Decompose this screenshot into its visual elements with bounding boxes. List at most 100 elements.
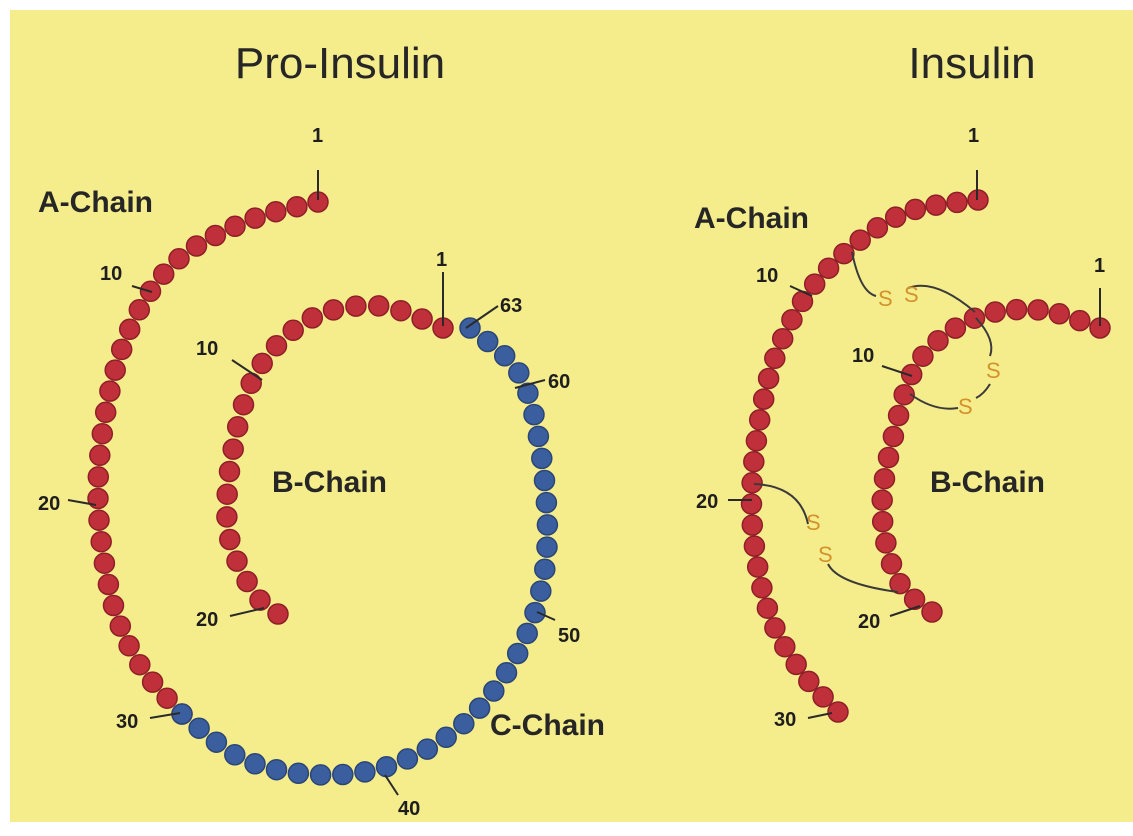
insulin-b-chain-residue — [875, 469, 895, 489]
insulin-a-chain-label: A-Chain — [694, 202, 809, 235]
insulin-b-chain-label: B-Chain — [930, 466, 1045, 499]
proinsulin-a-chain-residue — [110, 616, 130, 636]
insulin-b-chain-residue — [1007, 300, 1027, 320]
proinsulin-a-chain-residue — [169, 249, 189, 269]
insulin-a-chain-residue — [850, 230, 870, 250]
proinsulin-a-chain-label: A-Chain — [38, 186, 153, 219]
proinsulin-a-chain-residue — [88, 467, 108, 487]
proinsulin-b-chain-residue — [391, 301, 411, 321]
proinsulin-c-chain-residue — [225, 745, 245, 765]
proinsulin-b-chain-residue — [302, 308, 322, 328]
insulin-b-chain-residue — [905, 589, 925, 609]
proinsulin-c-number-40: 40 — [398, 798, 420, 820]
proinsulin-c-chain-residue — [509, 363, 529, 383]
proinsulin-c-chain-residue — [417, 739, 437, 759]
proinsulin-b-chain-residue — [412, 309, 432, 329]
insulin-a-chain-residue — [867, 218, 887, 238]
proinsulin-c-number-63: 63 — [500, 295, 522, 317]
insulin-a-chain-residue — [886, 207, 906, 227]
proinsulin-b-chain-residue — [267, 336, 287, 356]
proinsulin-b-chain-residue — [237, 572, 257, 592]
insulin-a-chain-residue — [759, 369, 779, 389]
proinsulin-c-chain-residue — [478, 332, 498, 352]
proinsulin-c-chain-residue — [535, 471, 555, 491]
insulin-b-number-20: 20 — [858, 611, 880, 633]
proinsulin-a-chain-residue — [91, 532, 111, 552]
insulin-a-chain-residue — [819, 258, 839, 278]
proinsulin-b-number-20: 20 — [196, 609, 218, 631]
insulin-b-chain-residue — [889, 406, 909, 426]
proinsulin-c-chain-residue — [508, 644, 528, 664]
insulin-b-chain-residue — [945, 318, 965, 338]
insulin-b-chain-residue — [872, 490, 892, 510]
proinsulin-b-chain-residue — [252, 353, 272, 373]
disulfide-bond-a6-a11: S S — [852, 252, 975, 312]
proinsulin-a-chain-residue — [119, 636, 139, 656]
insulin-a-chain-residue — [754, 389, 774, 409]
proinsulin-b-chain-residue — [324, 300, 344, 320]
proinsulin-a-chain-residue — [187, 236, 207, 256]
insulin-a-chain-residue — [765, 348, 785, 368]
proinsulin-c-chain-residue — [311, 765, 331, 785]
insulin-a-number-30: 30 — [774, 709, 796, 731]
insulin-a-chain-residue — [742, 473, 762, 493]
proinsulin-c-chain-residue — [536, 493, 556, 513]
proinsulin-a-chain-residue — [100, 381, 120, 401]
proinsulin-a-number-1: 1 — [312, 125, 323, 147]
proinsulin-a-chain-residue — [98, 575, 118, 595]
insulin-b-chain-residue — [1028, 300, 1048, 320]
proinsulin-b-chain-residue — [217, 507, 237, 527]
insulin-a-chain-residue — [782, 310, 802, 330]
insulin-a-chain-residue — [744, 536, 764, 556]
proinsulin-b-chain-residue — [223, 439, 243, 459]
insulin-b-chain-residue — [913, 346, 933, 366]
insulin-leader-lines — [728, 170, 1100, 718]
insulin-b-chain-residue — [879, 448, 899, 468]
proinsulin-c-chain-residue — [537, 515, 557, 535]
proinsulin-c-chain-residue — [454, 714, 474, 734]
insulin-a-chain-residue — [742, 494, 762, 514]
proinsulin-b-chain-residue — [228, 417, 248, 437]
proinsulin-b-chain-residue — [234, 395, 254, 415]
insulin-a-chain-residue — [813, 687, 833, 707]
proinsulin-a-chain-residue — [287, 197, 307, 217]
proinsulin-b-number-10: 10 — [196, 338, 218, 360]
sulfur-label: S — [806, 510, 821, 535]
insulin-b-chain-residue — [928, 331, 948, 351]
insulin-a-chain-residue — [748, 557, 768, 577]
proinsulin-b-chain-label: B-Chain — [272, 466, 387, 499]
proinsulin-a-chain — [88, 192, 328, 724]
sulfur-label: S — [818, 542, 833, 567]
proinsulin-b-chain-residue — [217, 484, 237, 504]
proinsulin-a-number-10: 10 — [100, 263, 122, 285]
insulin-b-chain-residue — [1049, 304, 1069, 324]
proinsulin-a-chain-residue — [105, 360, 125, 380]
insulin-a-chain-residue — [746, 431, 766, 451]
proinsulin-b-chain-residue — [220, 462, 240, 482]
insulin-a-chain — [742, 190, 989, 722]
proinsulin-c-chain-residue — [470, 698, 490, 718]
insulin-title: Insulin — [908, 39, 1035, 88]
insulin-a-chain-residue — [805, 274, 825, 294]
proinsulin-c-chain-residue — [377, 757, 397, 777]
proinsulin-b-chain-residue — [283, 320, 303, 340]
proinsulin-c-chain-residue — [245, 754, 265, 774]
proinsulin-b-chain-residue — [250, 590, 270, 610]
proinsulin-c-chain-residue — [525, 603, 545, 623]
proinsulin-c-chain-label: C-Chain — [490, 709, 605, 742]
insulin-a-chain-residue — [828, 702, 848, 722]
proinsulin-c-chain-residue — [436, 727, 456, 747]
proinsulin-c-chain-residue — [524, 405, 544, 425]
proinsulin-a-chain-residue — [120, 319, 140, 339]
insulin-a-number-1: 1 — [968, 125, 979, 147]
proinsulin-c-chain-residue — [288, 763, 308, 783]
sulfur-label: S — [986, 358, 1001, 383]
proinsulin-a-chain-residue — [143, 672, 163, 692]
proinsulin-c-chain-residue — [495, 346, 515, 366]
proinsulin-b-chain-residue — [369, 296, 389, 316]
insulin-b-number-1: 1 — [1094, 255, 1105, 277]
proinsulin-a-number-20: 20 — [38, 493, 60, 515]
proinsulin-c-chain-residue — [484, 681, 504, 701]
proinsulin-a-chain-residue — [245, 208, 265, 228]
